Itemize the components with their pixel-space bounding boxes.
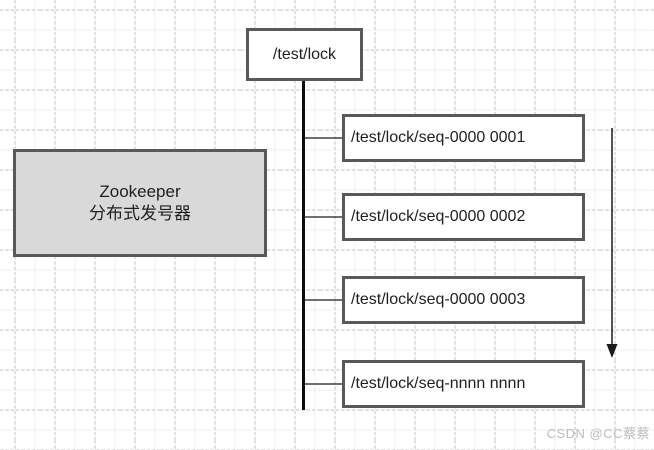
- csdn-watermark: CSDN @CC蔡蔡: [546, 426, 650, 441]
- zookeeper-subtitle: 分布式发号器: [89, 204, 191, 223]
- sequence-order-arrow: [606, 128, 618, 358]
- arrowhead-down-icon: [606, 344, 618, 358]
- node-seq-0001-label: /test/lock/seq-0000 0001: [351, 129, 526, 146]
- node-seq-0002-label: /test/lock/seq-0000 0002: [351, 208, 526, 225]
- node-seq-nnnn-label: /test/lock/seq-nnnn nnnn: [351, 375, 526, 392]
- node-seq-0003: /test/lock/seq-0000 0003: [342, 276, 585, 324]
- node-seq-0002: /test/lock/seq-0000 0002: [342, 193, 585, 241]
- node-seq-0003-label: /test/lock/seq-0000 0003: [351, 291, 526, 308]
- node-test-lock: /test/lock: [246, 28, 363, 81]
- node-seq-nnnn: /test/lock/seq-nnnn nnnn: [342, 360, 585, 408]
- node-seq-0001: /test/lock/seq-0000 0001: [342, 114, 585, 162]
- node-test-lock-label: /test/lock: [272, 45, 337, 63]
- zookeeper-box: Zookeeper 分布式发号器: [13, 149, 267, 257]
- zookeeper-title: Zookeeper: [99, 181, 181, 201]
